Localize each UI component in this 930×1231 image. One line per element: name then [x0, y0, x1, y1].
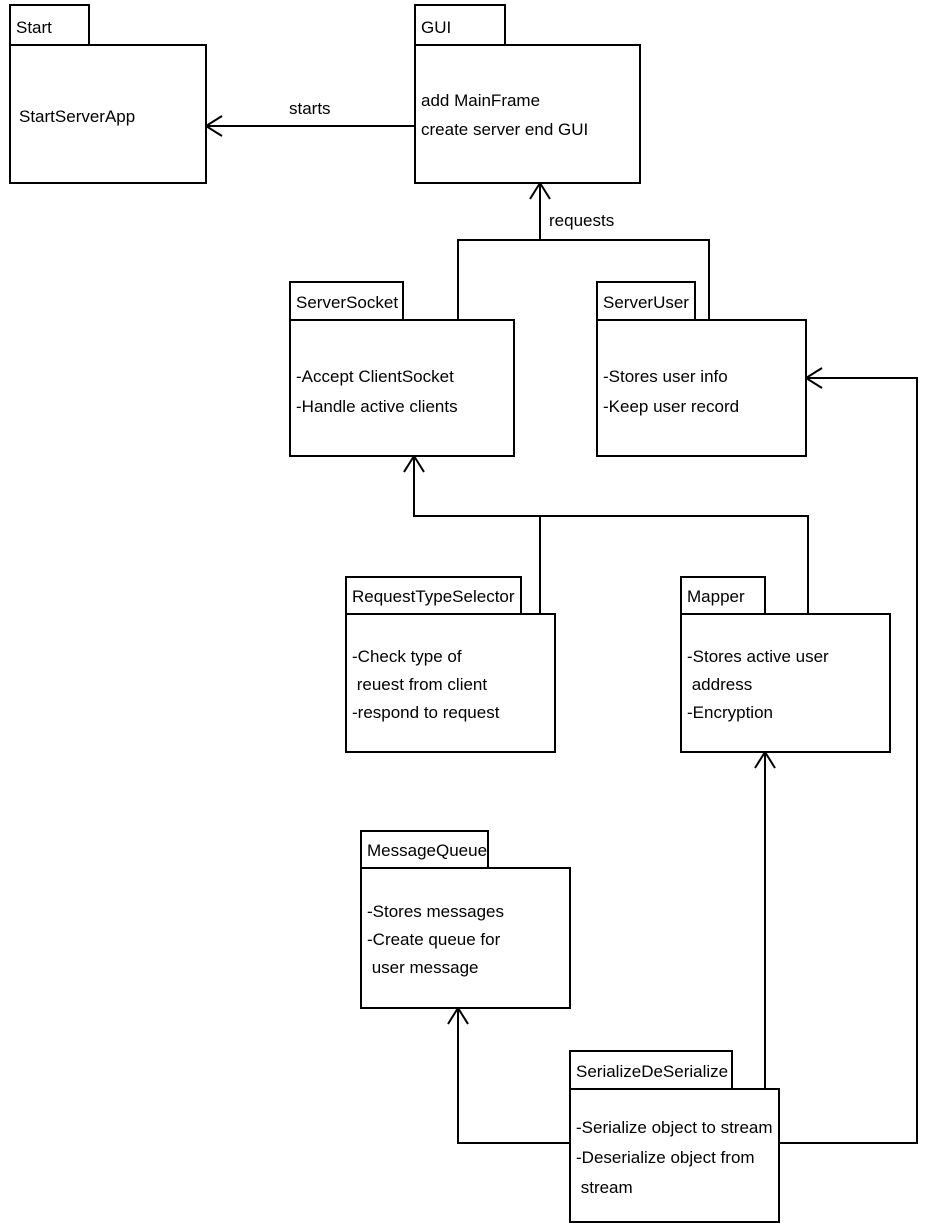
- package-body: [569, 1088, 780, 1223]
- package-text-line: -Handle active clients: [296, 397, 458, 416]
- package-tab: [289, 281, 404, 321]
- package-body: [596, 319, 807, 457]
- package-text-line: user message: [367, 958, 479, 977]
- package-name: ServerUser: [603, 293, 689, 312]
- package-tab: [360, 830, 489, 869]
- package-text-line: -respond to request: [352, 703, 500, 722]
- relations-layer: [204, 115, 918, 1144]
- relation-line: [457, 1008, 570, 1144]
- package-serversocket: ServerSocket -Accept ClientSocket -Handle …: [289, 281, 515, 457]
- package-body: [289, 319, 515, 457]
- package-name: Start: [16, 18, 52, 37]
- package-gui: GUI add MainFrame create server end GUI: [414, 4, 641, 184]
- relation-labels-layer: starts requests: [289, 99, 614, 230]
- relation-label: requests: [549, 211, 614, 230]
- package-body: [360, 867, 571, 1009]
- package-messagequeue: MessageQueue -Stores messages -Create queu…: [360, 830, 571, 1009]
- package-tab: [596, 281, 696, 321]
- package-text-line: -Encryption: [687, 703, 773, 722]
- package-text-line: -Stores active user: [687, 647, 829, 666]
- package-body: [680, 613, 891, 753]
- package-text-line: reuest from client: [352, 675, 487, 694]
- package-text-line: -Check type of: [352, 647, 462, 666]
- relation-label: starts: [289, 99, 331, 118]
- package-serveruser: ServerUser -Stores user info -Keep user re…: [596, 281, 807, 457]
- package-tab: [9, 4, 90, 46]
- package-name: GUI: [421, 18, 451, 37]
- package-text-line: -Accept ClientSocket: [296, 367, 454, 386]
- package-tab: [345, 576, 522, 615]
- package-name: Mapper: [687, 587, 745, 606]
- package-name: ServerSocket: [296, 293, 398, 312]
- relation-to-mapper: [754, 750, 776, 1089]
- relation-to-serveruser: [779, 367, 918, 1144]
- package-mapper: Mapper -Stores active user address -Encryp…: [680, 576, 891, 753]
- relation-line: [457, 183, 710, 320]
- package-text-line: create server end GUI: [421, 120, 588, 139]
- package-name: MessageQueue: [367, 841, 487, 860]
- package-serializedeserialize: SerializeDeSerialize -Serialize object to…: [569, 1050, 780, 1223]
- package-body: [9, 44, 207, 184]
- package-requesttypeselector: RequestTypeSelector -Check type of reuest…: [345, 576, 556, 753]
- package-text-line: add MainFrame: [421, 91, 540, 110]
- relation-line: [413, 456, 809, 614]
- package-text-line: -Serialize object to stream: [576, 1118, 773, 1137]
- package-body: [345, 613, 556, 753]
- package-name: SerializeDeSerialize: [576, 1062, 728, 1081]
- relation-line: [779, 377, 918, 1144]
- package-text-line: address: [687, 675, 752, 694]
- package-text-line: -Deserialize object from: [576, 1148, 755, 1167]
- package-text-line: -Stores user info: [603, 367, 728, 386]
- package-text-line: StartServerApp: [19, 107, 135, 126]
- package-text-line: -Keep user record: [603, 397, 739, 416]
- package-text-line: stream: [576, 1178, 633, 1197]
- relation-starts: [204, 115, 415, 137]
- package-body: [414, 44, 641, 184]
- relation-to-messagequeue: [447, 1006, 570, 1144]
- package-text-line: -Stores messages: [367, 902, 504, 921]
- package-text-line: -Create queue for: [367, 930, 501, 949]
- package-name: RequestTypeSelector: [352, 587, 515, 606]
